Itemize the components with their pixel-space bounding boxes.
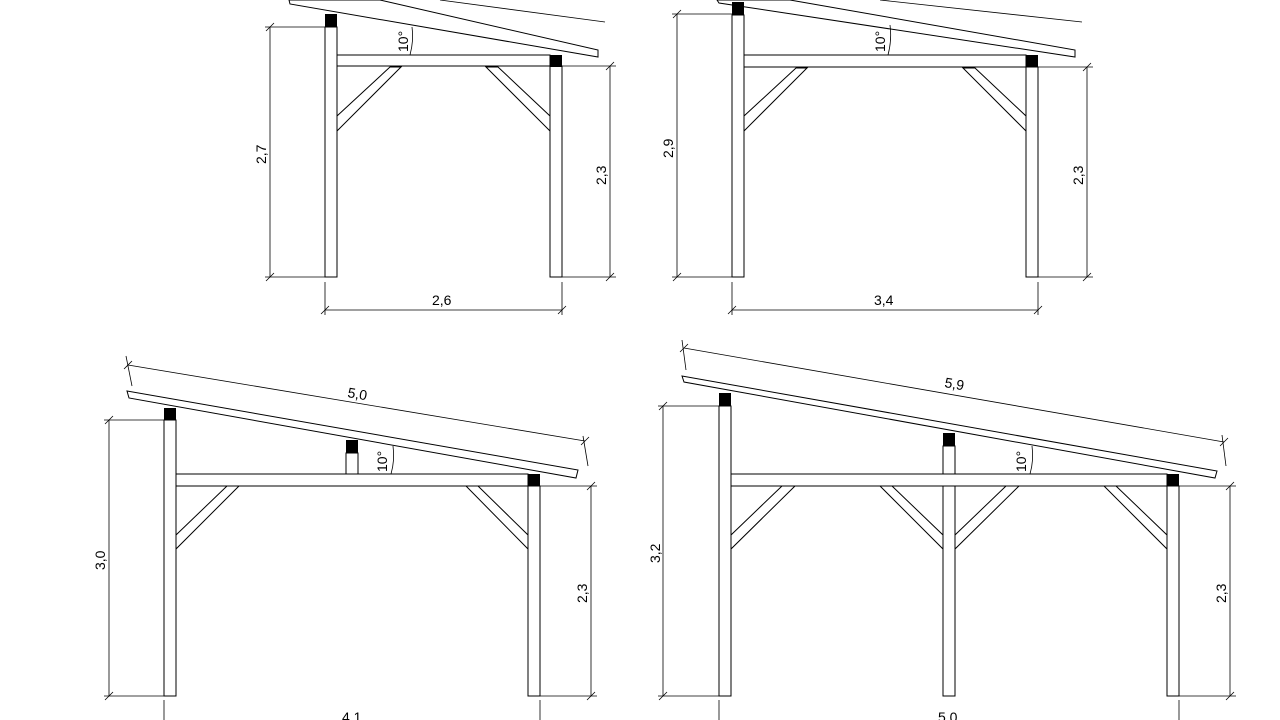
middle-post (942, 485, 956, 697)
roof-slab (716, 0, 1076, 58)
shelter-drawing-xlarge: 5,9 10° 3,2 2,3 5,0 (647, 339, 1236, 720)
width-label: 4,1 (342, 709, 362, 720)
left-brace (336, 66, 403, 133)
tie-beam (743, 54, 1027, 68)
width-label: 5,0 (938, 709, 958, 720)
purlin-block (1167, 474, 1179, 486)
roof-slab (126, 390, 579, 479)
purlin-block (550, 55, 562, 67)
purlin-block (325, 14, 337, 27)
purlin-block (164, 408, 176, 420)
roof-dimension-line (879, 0, 1083, 23)
high-post-height-label: 2,7 (253, 144, 269, 164)
left-brace (743, 67, 809, 133)
right-brace (484, 66, 551, 133)
middle-left-brace (878, 485, 944, 551)
right-brace (1102, 485, 1168, 551)
low-post-height-label: 2,3 (593, 165, 609, 185)
tall-post (324, 26, 338, 278)
roof-dimension-line (127, 364, 586, 442)
right-brace (464, 485, 529, 551)
angle-arc (390, 445, 395, 475)
angle-arc (409, 26, 414, 56)
purlin-block (1026, 55, 1038, 67)
shelter-drawing-small: 10° 2,7 2,3 2,6 (253, 0, 616, 315)
short-post (1025, 66, 1039, 278)
short-post (549, 65, 563, 278)
tall-post (731, 14, 745, 278)
high-post-height-label: 3,2 (647, 543, 663, 563)
roof-length-label: 5,9 (943, 374, 965, 393)
tie-beam (730, 473, 1168, 487)
purlin-block (732, 2, 744, 15)
roof-slab (288, 0, 599, 58)
angle-arc (887, 24, 892, 56)
short-post (527, 485, 541, 697)
angle-label: 10° (872, 31, 888, 52)
roof-slab (681, 375, 1218, 479)
angle-label: 10° (1013, 451, 1029, 472)
angle-arc (1029, 445, 1034, 475)
king-post (345, 452, 359, 475)
left-brace (175, 485, 241, 551)
angle-label: 10° (374, 451, 390, 472)
purlin-block (943, 433, 955, 446)
high-post-height-label: 3,0 (92, 550, 108, 570)
tie-beam (336, 54, 551, 67)
middle-right-brace (954, 485, 1021, 551)
king-post (942, 445, 956, 475)
width-label: 2,6 (432, 292, 452, 308)
low-post-height-label: 2,3 (1070, 165, 1086, 185)
purlin-block (346, 440, 358, 453)
roof-dimension-line (439, 0, 606, 23)
width-label: 3,4 (874, 292, 894, 308)
low-post-height-label: 2,3 (574, 583, 590, 603)
high-post-height-label: 2,9 (660, 138, 676, 158)
shelter-drawing-large: 5,0 10° 3,0 2,3 4,1 (92, 355, 597, 720)
tall-post (163, 419, 177, 697)
purlin-block (719, 393, 731, 406)
tie-beam (175, 473, 529, 487)
right-brace (961, 67, 1027, 133)
roof-length-label: 5,0 (346, 384, 368, 403)
shelter-drawing-medium: 10° 2,9 2,3 3,4 (660, 0, 1093, 315)
roof-dimension-line (683, 347, 1225, 443)
angle-label: 10° (395, 31, 411, 52)
purlin-block (528, 474, 540, 486)
left-brace (730, 485, 797, 551)
tall-post (718, 405, 732, 697)
short-post (1166, 485, 1180, 697)
low-post-height-label: 2,3 (1213, 583, 1229, 603)
